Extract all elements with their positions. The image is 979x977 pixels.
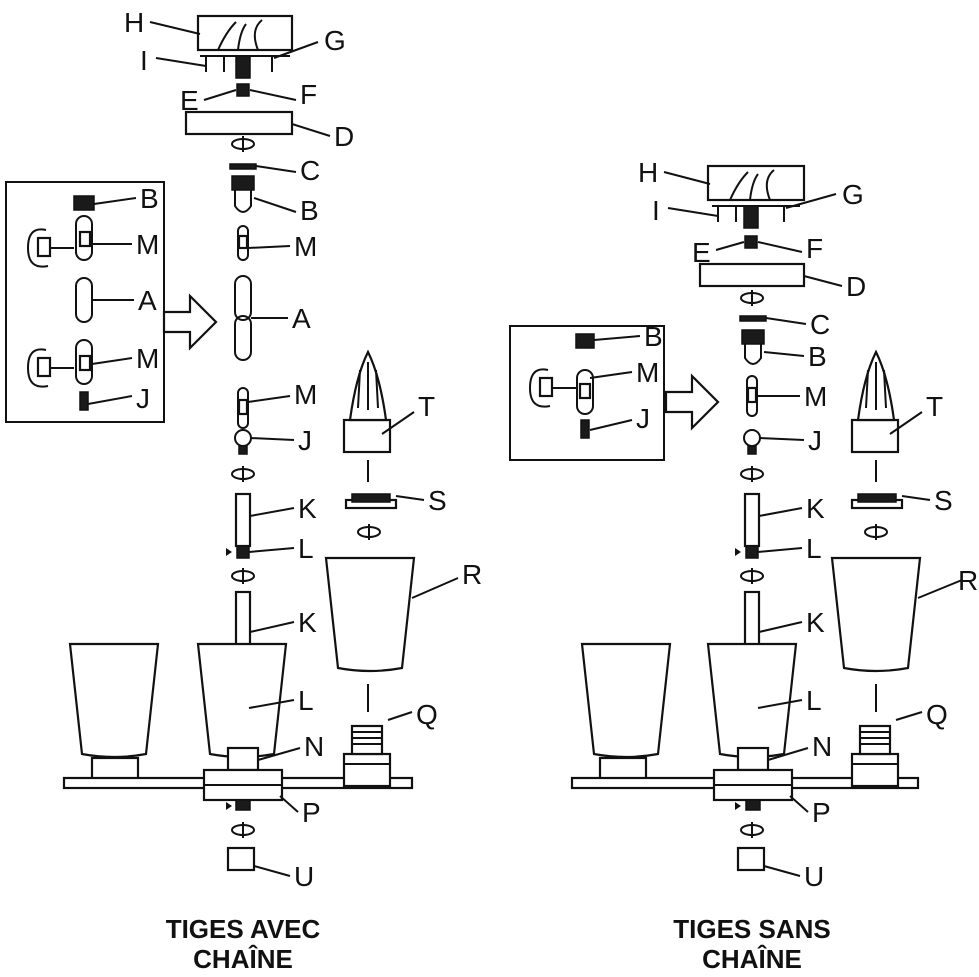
label-e-right: E	[692, 237, 711, 268]
label-t-right: T	[926, 391, 943, 422]
label-s: S	[428, 485, 447, 516]
chain-connector-top	[237, 225, 249, 261]
label-j-inset: J	[136, 383, 150, 414]
label-h: H	[124, 7, 144, 38]
left-assembly: H I G E F D C B M A M J K L K L N P U Q …	[5, 7, 482, 974]
label-j-right: J	[808, 425, 822, 456]
label-u-right: U	[804, 861, 824, 892]
label-q: Q	[416, 699, 438, 730]
caption-left-line1: TIGES AVEC	[166, 914, 321, 944]
loop-hook-right	[741, 329, 765, 365]
label-r: R	[462, 559, 482, 590]
eye-bolt	[234, 429, 252, 455]
lock-ring	[229, 163, 257, 170]
label-l: L	[298, 533, 314, 564]
label-m-inset-2: M	[136, 343, 159, 374]
chain-inset-right	[509, 325, 665, 461]
label-m-2: M	[294, 379, 317, 410]
label-m-inset: M	[136, 229, 159, 260]
bottom-cap	[226, 846, 256, 872]
canopy-plate	[184, 110, 294, 136]
label-s-right: S	[934, 485, 953, 516]
label-a-inset: A	[138, 285, 157, 316]
label-k-2: K	[298, 607, 317, 638]
label-m-inset-right: M	[636, 357, 659, 388]
label-k: K	[298, 493, 317, 524]
chain-inset	[5, 181, 165, 423]
canopy-nut	[236, 83, 250, 97]
label-g-right: G	[842, 179, 864, 210]
label-t: T	[418, 391, 435, 422]
label-e: E	[180, 85, 199, 116]
label-f-right: F	[806, 233, 823, 264]
canopy-plate-right	[698, 262, 806, 288]
label-q-right: Q	[926, 699, 948, 730]
label-a: A	[292, 303, 311, 334]
label-b-inset: B	[140, 183, 159, 214]
label-i: I	[140, 45, 148, 76]
arrow-right	[664, 373, 720, 431]
label-h-right: H	[638, 157, 658, 188]
mounting-bar	[200, 55, 290, 79]
label-k-right: K	[806, 493, 825, 524]
label-l-2: L	[298, 685, 314, 716]
caption-right-line1: TIGES SANS	[673, 914, 830, 944]
label-b: B	[300, 195, 319, 226]
stem-coupling-upper	[236, 545, 250, 559]
canopy-box	[196, 14, 294, 52]
label-r-right: R	[958, 565, 978, 596]
loop-hook	[231, 175, 255, 213]
label-g: G	[324, 25, 346, 56]
label-n: N	[304, 731, 324, 762]
label-b-right: B	[808, 341, 827, 372]
label-c-right: C	[810, 309, 830, 340]
label-d: D	[334, 121, 354, 152]
arrow-left	[162, 293, 218, 351]
label-n-right: N	[812, 731, 832, 762]
label-f: F	[300, 79, 317, 110]
label-u: U	[294, 861, 314, 892]
thread-lines	[352, 731, 382, 745]
caption-right-line2: CHAÎNE	[702, 944, 802, 974]
leaders-left	[87, 21, 459, 877]
label-k-right-2: K	[806, 607, 825, 638]
label-j-inset-right: J	[636, 403, 650, 434]
wire-nut-right	[850, 349, 900, 454]
chain	[234, 275, 252, 361]
chain-connector-bottom	[237, 387, 249, 429]
socket-thread	[350, 724, 384, 756]
label-l-right: L	[806, 533, 822, 564]
label-p: P	[302, 797, 321, 828]
label-l-right-2: L	[806, 685, 822, 716]
shade-ring	[344, 493, 398, 510]
label-p-right: P	[812, 797, 831, 828]
label-d-right: D	[846, 271, 866, 302]
label-m: M	[294, 231, 317, 262]
right-assembly: H I G E F D C B M J K L K L N P U Q R S …	[509, 157, 978, 974]
center-hub	[226, 746, 260, 772]
label-j: J	[298, 425, 312, 456]
label-m-right: M	[804, 381, 827, 412]
label-b-inset-right: B	[644, 321, 663, 352]
wire-nut	[342, 349, 392, 454]
label-i-right: I	[652, 195, 660, 226]
label-c: C	[300, 155, 320, 186]
stem-upper	[234, 492, 252, 548]
caption-left-line2: CHAÎNE	[193, 944, 293, 974]
leaders-right	[589, 171, 963, 877]
